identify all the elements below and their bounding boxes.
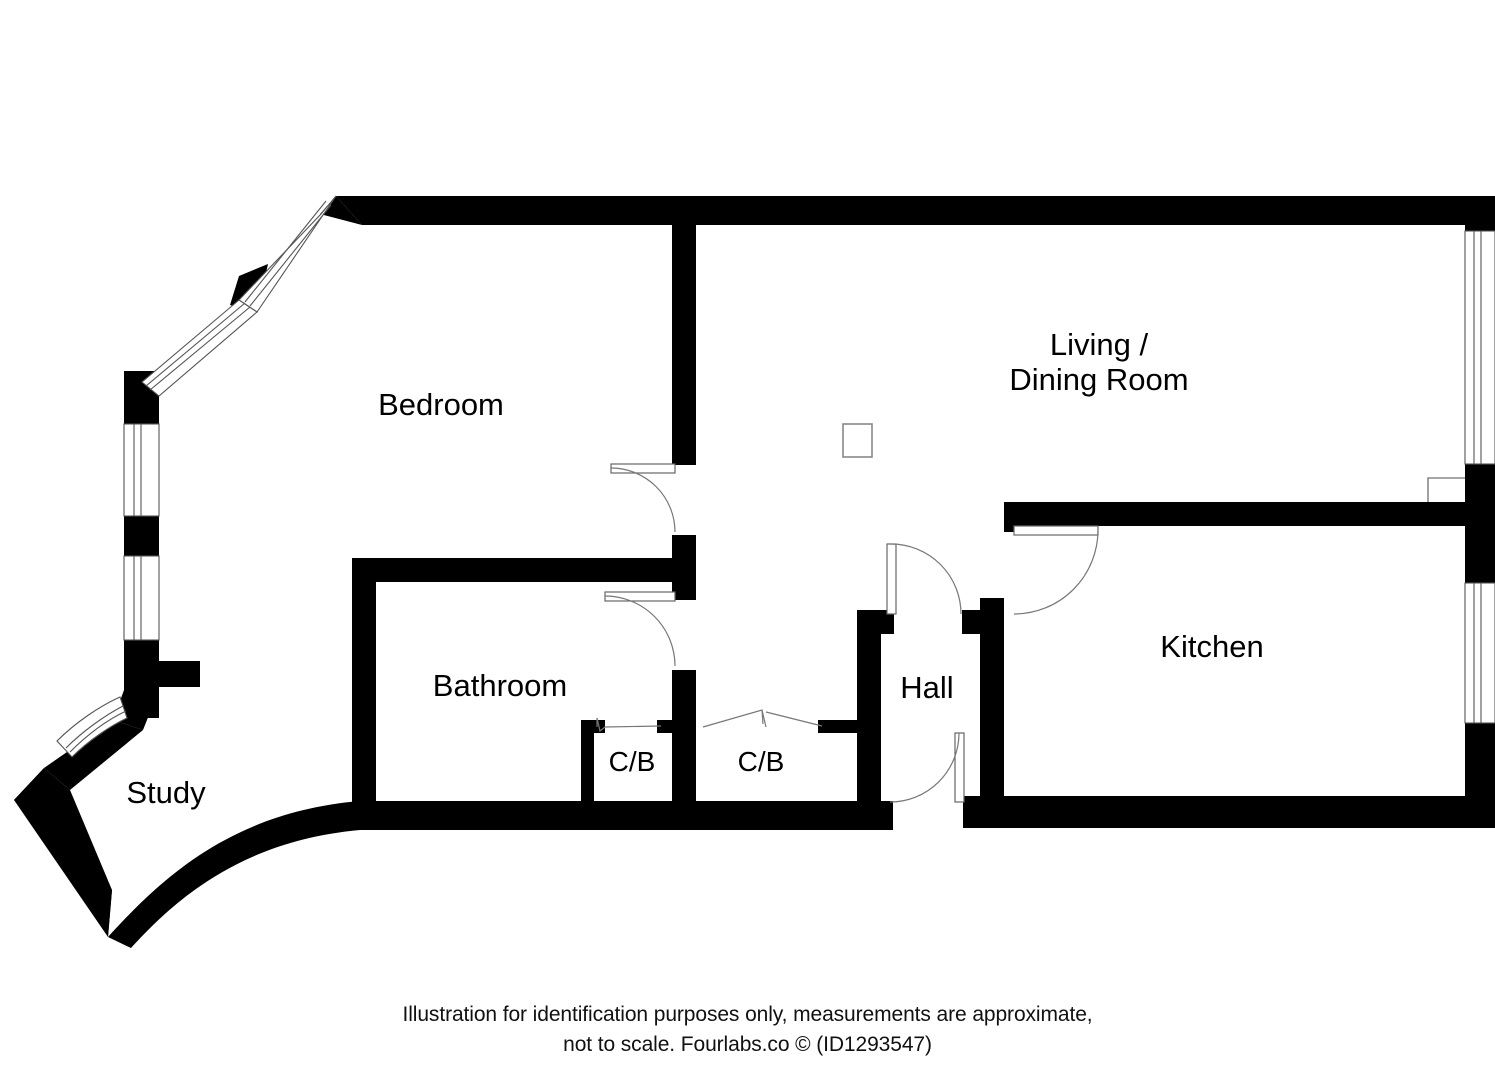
room-label-living: Living /	[1050, 327, 1149, 362]
left-window-lower	[123, 555, 160, 641]
wall-bathroom-right-lower	[672, 670, 696, 801]
wall-bottom-horizontal	[352, 801, 893, 830]
wall-bedroom-living-divider	[672, 225, 696, 465]
wall-bottom-curve	[108, 801, 360, 948]
wall-bathroom-top	[352, 558, 696, 582]
bedroom-door	[610, 463, 676, 533]
bay-window-lower	[141, 299, 258, 397]
wall-kitchen-top	[1004, 502, 1483, 526]
windows-group	[56, 195, 1495, 758]
wall-kitchen-door-jamb	[980, 598, 1004, 616]
room-label-cupboard-2: C/B	[738, 746, 785, 777]
wall-bottom-right	[963, 796, 1483, 828]
column-fixture	[842, 423, 873, 458]
room-label-cupboard-1: C/B	[609, 746, 656, 777]
wall-bathroom-left	[352, 558, 376, 801]
wall-study-corner-bottom	[14, 768, 112, 937]
footer-line-2: not to scale. Fourlabs.co © (ID1293547)	[563, 1033, 932, 1057]
left-window-upper	[123, 423, 160, 517]
footer-disclaimer: Illustration for identification purposes…	[0, 1000, 1495, 1061]
room-label-bedroom: Bedroom	[378, 387, 504, 422]
room-label-bathroom: Bathroom	[433, 668, 567, 703]
wall-study-corner-upper	[113, 690, 159, 730]
room-label-dining: Dining Room	[1009, 362, 1188, 397]
study-window	[56, 696, 128, 758]
wall-top	[336, 196, 1483, 225]
right-window-kitchen	[1464, 582, 1495, 724]
right-window-living	[1464, 230, 1495, 465]
wall-stub-left	[124, 661, 200, 687]
hall-living-door	[886, 543, 962, 615]
wall-right-pier-top	[1465, 196, 1495, 231]
radiator-fixture	[1427, 477, 1465, 502]
fixtures-group	[842, 423, 1465, 502]
bay-window-upper	[238, 195, 337, 313]
entrance-door	[889, 732, 965, 803]
wall-study-tip	[14, 768, 50, 812]
room-label-hall: Hall	[900, 670, 953, 705]
cupboard-door-2	[702, 709, 823, 728]
wall-bathroom-right-upper	[672, 558, 696, 600]
kitchen-door	[1013, 525, 1099, 615]
wall-cupboard2-lintel-right	[818, 720, 857, 733]
wall-hall-left	[857, 610, 881, 802]
room-label-kitchen: Kitchen	[1160, 629, 1263, 664]
doors-group	[596, 463, 1099, 803]
wall-hall-kitchen-divider	[980, 610, 1004, 802]
wall-right-pier-kitchen	[1465, 523, 1495, 583]
footer-line-1: Illustration for identification purposes…	[402, 1003, 1093, 1026]
wall-right-pier-lower	[1465, 723, 1495, 828]
cupboard-door-1	[596, 717, 662, 733]
wall-cupboard1-lintel	[581, 720, 605, 733]
bathroom-door	[604, 591, 676, 667]
wall-study-diagonal-upper	[44, 720, 143, 790]
wall-cupboard1-lintel-right	[657, 720, 696, 733]
room-label-study: Study	[126, 775, 206, 810]
wall-cupboard1-left	[581, 720, 594, 802]
room-labels-group: Bedroom Living / Dining Room Kitchen Bat…	[126, 327, 1263, 810]
wall-left-pier-middle	[124, 516, 159, 556]
